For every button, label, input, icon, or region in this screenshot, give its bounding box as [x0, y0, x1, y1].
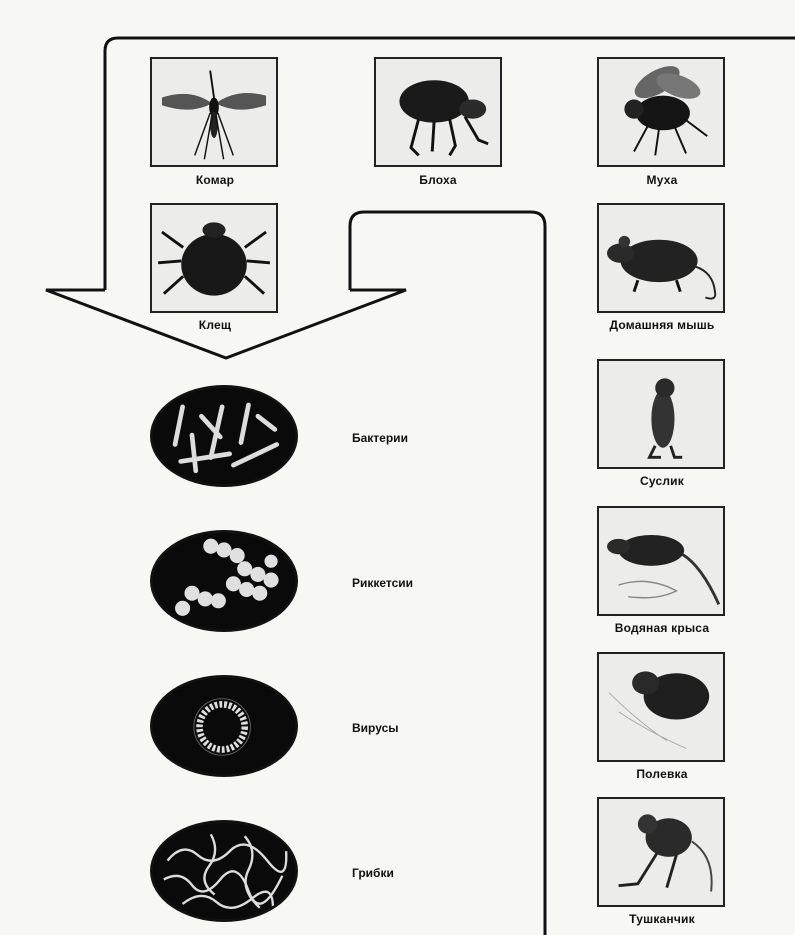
vole-tile	[597, 652, 725, 762]
tick-icon	[152, 205, 276, 311]
flea-tile	[374, 57, 502, 167]
fly-tile	[597, 57, 725, 167]
flea-icon	[376, 59, 500, 165]
fungi-micrograph	[150, 820, 298, 922]
mosquito-icon	[152, 59, 276, 165]
vole-label: Полевка	[577, 767, 747, 781]
jerboa-label: Тушканчик	[577, 912, 747, 926]
tick-tile	[150, 203, 278, 313]
water-rat-tile	[597, 506, 725, 616]
gopher-label: Суслик	[577, 474, 747, 488]
jerboa-icon	[599, 799, 723, 905]
jerboa-tile	[597, 797, 725, 907]
virus-icon	[153, 678, 295, 774]
tick-label: Клещ	[130, 318, 300, 332]
rickettsia-micrograph	[150, 530, 298, 632]
water-rat-label: Водяная крыса	[577, 621, 747, 635]
rickettsia-icon	[153, 533, 295, 629]
fly-label: Муха	[577, 173, 747, 187]
vole-icon	[599, 654, 723, 760]
gopher-tile	[597, 359, 725, 469]
mouse-icon	[599, 205, 723, 311]
rickettsia-label: Риккетсии	[352, 576, 413, 590]
fungi-label: Грибки	[352, 866, 394, 880]
mosquito-label: Комар	[130, 173, 300, 187]
house-mouse-tile	[597, 203, 725, 313]
fungi-icon	[153, 823, 295, 919]
bacteria-micrograph	[150, 385, 298, 487]
water-rat-icon	[599, 508, 723, 614]
bacteria-icon	[153, 388, 295, 484]
bacteria-label: Бактерии	[352, 431, 408, 445]
mosquito-tile	[150, 57, 278, 167]
viruses-label: Вирусы	[352, 721, 399, 735]
fly-icon	[599, 59, 723, 165]
flea-label: Блоха	[353, 173, 523, 187]
gopher-icon	[599, 361, 723, 467]
house-mouse-label: Домашняя мышь	[577, 318, 747, 332]
viruses-micrograph	[150, 675, 298, 777]
